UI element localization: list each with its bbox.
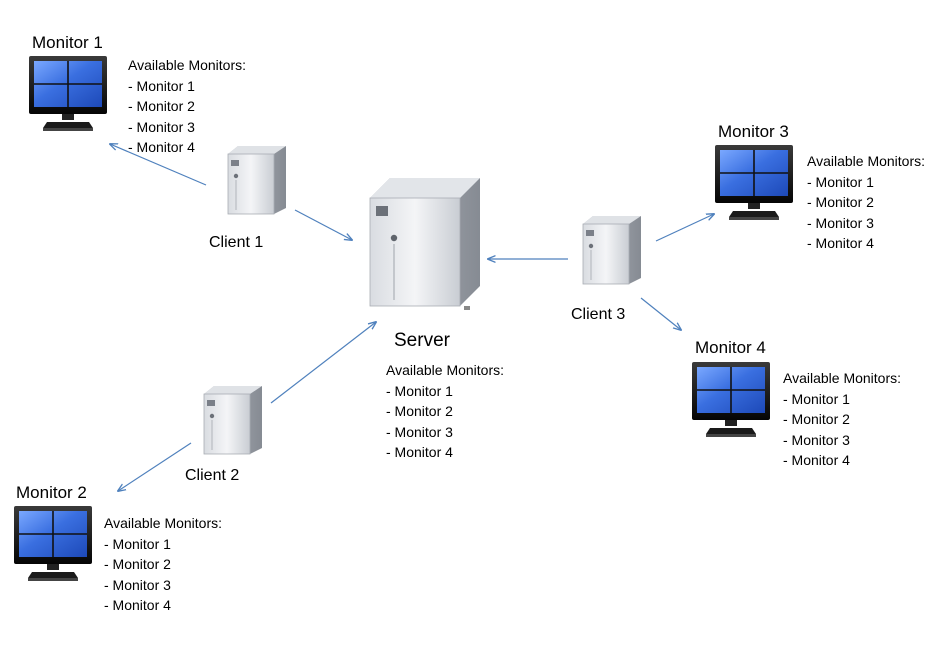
client-3-label: Client 3: [571, 306, 626, 323]
list-item: - Monitor 4: [104, 597, 171, 613]
client-1-label: Client 1: [209, 234, 264, 251]
monitor-icon: [13, 505, 93, 582]
monitor-4-available-list: Available Monitors: - Monitor 1 - Monito…: [783, 368, 901, 471]
list-header: Available Monitors:: [386, 362, 505, 378]
server-available-list: Available Monitors: - Monitor 1 - Monito…: [386, 360, 504, 463]
arrow-client2-to-server: [270, 322, 376, 404]
list-item: - Monitor 2: [104, 556, 171, 572]
monitor-1-title: Monitor 1: [32, 33, 103, 52]
arrow-client1-to-server: [294, 209, 352, 240]
monitor-2-available-list: Available Monitors: - Monitor 1 - Monito…: [104, 513, 222, 616]
list-item: - Monitor 4: [807, 235, 874, 251]
list-item: - Monitor 1: [783, 390, 850, 407]
monitor-icon: [714, 144, 794, 221]
list-item: - Monitor 3: [386, 423, 453, 440]
server-label: Server: [394, 330, 450, 351]
monitor-4-title: Monitor 4: [695, 338, 766, 357]
list-item: - Monitor 2: [386, 403, 453, 419]
list-item: - Monitor 4: [386, 444, 453, 460]
list-item: - Monitor 3: [128, 118, 195, 135]
list-item: - Monitor 1: [104, 535, 171, 552]
list-item: - Monitor 2: [128, 98, 195, 114]
list-item: - Monitor 4: [783, 452, 850, 468]
monitor-3-available-list: Available Monitors: - Monitor 1 - Monito…: [807, 151, 925, 254]
list-item: - Monitor 2: [783, 411, 850, 427]
arrow-client1-to-monitor1: [110, 144, 207, 186]
monitor-icon: [28, 55, 108, 132]
client-tower-icon: [203, 385, 263, 455]
list-header: Available Monitors:: [128, 57, 247, 73]
list-item: - Monitor 3: [807, 214, 874, 231]
monitor-2-title: Monitor 2: [16, 483, 87, 502]
monitor-icon: [691, 361, 771, 438]
list-header: Available Monitors:: [104, 515, 223, 531]
list-item: - Monitor 3: [104, 576, 171, 593]
monitor-1-available-list: Available Monitors: - Monitor 1 - Monito…: [128, 55, 246, 158]
list-header: Available Monitors:: [783, 370, 902, 386]
list-item: - Monitor 3: [783, 431, 850, 448]
list-item: - Monitor 2: [807, 194, 874, 210]
list-item: - Monitor 1: [807, 173, 874, 190]
client-tower-icon: [582, 215, 642, 285]
server-tower-icon: [369, 177, 481, 311]
client-2-label: Client 2: [185, 467, 240, 484]
list-item: - Monitor 1: [128, 77, 195, 94]
arrow-client3-to-monitor4: [640, 297, 681, 330]
list-item: - Monitor 1: [386, 382, 453, 399]
monitor-3-title: Monitor 3: [718, 122, 789, 141]
arrow-client2-to-monitor2: [118, 442, 192, 491]
list-header: Available Monitors:: [807, 153, 926, 169]
arrow-client3-to-monitor3: [655, 214, 714, 242]
list-item: - Monitor 4: [128, 139, 195, 155]
